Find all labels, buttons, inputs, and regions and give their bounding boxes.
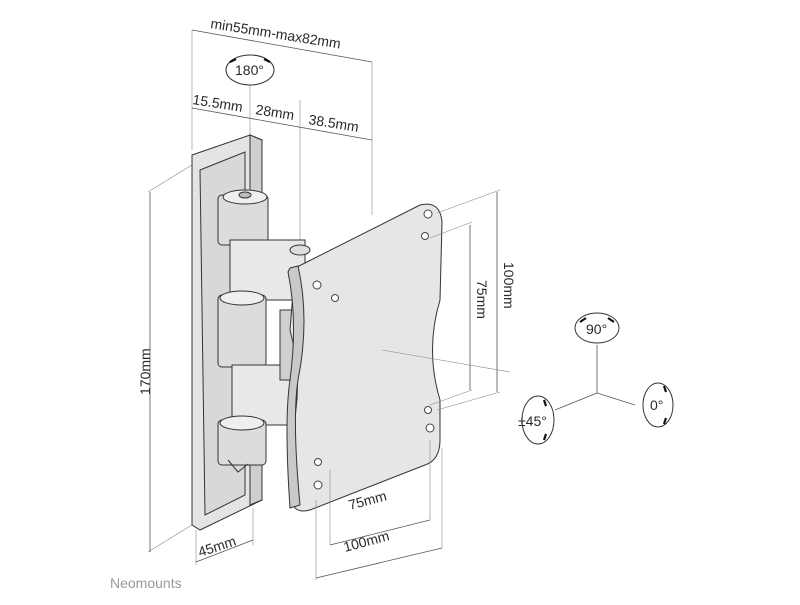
vesa-height-outer-label: 100mm bbox=[501, 262, 517, 309]
rotate-badge: 0° bbox=[642, 382, 674, 428]
brand-logo: Neomounts bbox=[110, 575, 182, 591]
depth-b-label: 28mm bbox=[255, 101, 296, 123]
depth-range-label: min55mm-max82mm bbox=[210, 15, 342, 51]
height-dimension bbox=[147, 159, 201, 553]
rotate-arrow-icon bbox=[662, 385, 668, 425]
vesa-plate bbox=[286, 203, 443, 512]
depth-a-label: 15.5mm bbox=[192, 91, 244, 115]
swivel-arrow-icon bbox=[229, 58, 271, 63]
vesa-height-dimensions bbox=[381, 189, 511, 411]
plate-height-label: 170mm bbox=[137, 348, 153, 395]
swivel-range-label: ±45° bbox=[518, 413, 547, 429]
tilt-arrow-icon bbox=[579, 317, 615, 323]
swivel-angle-label: 180° bbox=[235, 62, 264, 78]
plate-width-dimension bbox=[195, 508, 254, 565]
rotation-axes bbox=[554, 345, 636, 411]
top-dimension-lines bbox=[191, 29, 373, 240]
swivel-180-badge: 180° bbox=[225, 54, 275, 86]
swivel-badge: ±45° bbox=[518, 395, 555, 445]
rotate-angle-label: 0° bbox=[650, 397, 663, 413]
tilt-angle-label: 90° bbox=[586, 321, 607, 337]
vesa-width-outer-label: 100mm bbox=[342, 527, 391, 555]
vesa-width-dimensions bbox=[315, 440, 443, 580]
vesa-height-inner-label: 75mm bbox=[474, 280, 490, 319]
plate-width-label: 45mm bbox=[196, 533, 238, 560]
depth-c-label: 38.5mm bbox=[308, 111, 360, 135]
tilt-badge: 90° bbox=[574, 312, 620, 344]
swivel-arrow-icon-2 bbox=[542, 399, 548, 441]
